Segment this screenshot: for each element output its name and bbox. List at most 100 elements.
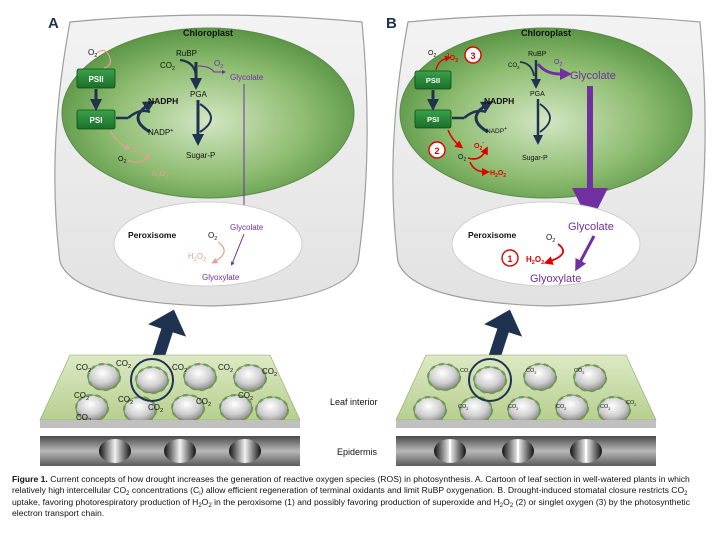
figure-caption: Figure 1. Current concepts of how drough… bbox=[12, 474, 710, 520]
marker-2 bbox=[428, 141, 446, 159]
psii-label: PSII bbox=[426, 76, 440, 85]
to-h2o2-arrow bbox=[469, 161, 490, 176]
caption-text: O bbox=[201, 496, 209, 507]
superoxide-faded-arrow bbox=[127, 153, 150, 163]
chloroplast-ring bbox=[572, 363, 608, 393]
mesophyll-cell bbox=[426, 362, 462, 392]
zoom-circle bbox=[130, 358, 174, 402]
chloroplast-ring bbox=[522, 362, 558, 392]
sugar-label: Sugar-P bbox=[522, 155, 548, 162]
chloroplast-ring bbox=[232, 363, 268, 393]
glycolate-perox-label: Glycolate bbox=[230, 223, 264, 232]
glycolate-label: Glycolate bbox=[230, 73, 264, 82]
chloroplast bbox=[399, 27, 693, 199]
glyoxylate-label: Glyoxylate bbox=[202, 273, 240, 282]
stomata bbox=[434, 439, 602, 463]
chloroplast-ring bbox=[426, 362, 462, 392]
co2-label: CO2 bbox=[172, 363, 187, 374]
h2o2-chloro-label: H2O2 bbox=[152, 171, 168, 180]
h2o2-perox-label: H2O2 bbox=[526, 255, 544, 266]
panel-letter: B bbox=[386, 15, 397, 32]
zoom-circle bbox=[468, 358, 512, 402]
psii-box bbox=[414, 70, 452, 90]
co2-label: CO2 bbox=[196, 397, 211, 408]
caption-text: in the peroxisome (1) and possibly favor… bbox=[211, 496, 500, 507]
o2-rubisco-label: O2 bbox=[214, 59, 223, 70]
glycolate-to-glyoxylate-arrow bbox=[575, 235, 596, 272]
chloroplast-ring bbox=[182, 362, 218, 392]
psi-label: PSI bbox=[427, 115, 439, 124]
co2-label: CO2 bbox=[116, 359, 131, 370]
co2-label: CO2 bbox=[508, 404, 518, 411]
o2-lower-label: O2 bbox=[118, 156, 126, 165]
nadph-label: NADPH bbox=[148, 96, 178, 106]
h2o2-faded-arrow bbox=[211, 241, 225, 264]
rubp-label: RuBP bbox=[176, 49, 197, 58]
co2-label: CO2 bbox=[160, 61, 175, 72]
caption-subscript: 2 bbox=[499, 502, 504, 509]
zoom-arrow bbox=[484, 309, 523, 367]
mesophyll-cell bbox=[86, 362, 122, 392]
sugar-label: Sugar-P bbox=[186, 151, 215, 160]
co2-label: CO2 bbox=[600, 404, 610, 411]
caption-subscript: 2 bbox=[198, 502, 202, 509]
slab-edge bbox=[396, 420, 656, 428]
singlet-o2-label: 1O2 bbox=[447, 53, 458, 64]
caption-text: concentrations (C bbox=[129, 485, 200, 496]
h2o2-perox-label: H2O2 bbox=[188, 252, 206, 263]
superoxide-label: O2 bbox=[133, 147, 141, 156]
marker-1 bbox=[501, 249, 519, 267]
caption-subscript: 2 bbox=[208, 502, 212, 509]
mesophyll-cells bbox=[412, 362, 632, 425]
rubp-label: RuBP bbox=[528, 51, 547, 58]
mesophyll-cell bbox=[134, 365, 170, 395]
glycolate-perox-label: Glycolate bbox=[568, 221, 614, 233]
co2-label: CO2 bbox=[148, 403, 163, 414]
nadp-label: NADP+ bbox=[486, 126, 507, 135]
zoom-arrow bbox=[148, 309, 187, 367]
co2-carboxylation-arrow bbox=[519, 61, 535, 77]
co2-label: CO2 bbox=[262, 367, 277, 378]
caption-subscript: 2 bbox=[126, 491, 130, 498]
co2-label: CO2 bbox=[526, 368, 536, 375]
co2-label: CO2 bbox=[118, 395, 133, 406]
mesophyll-cell bbox=[232, 363, 268, 393]
mesophyll-cell bbox=[472, 365, 508, 395]
oxygenation-arrow bbox=[197, 65, 226, 74]
co2-label: CO2 bbox=[508, 63, 520, 70]
o2-perox-label: O2 bbox=[546, 233, 555, 244]
co2-label: CO2 bbox=[76, 363, 91, 374]
chloroplast-label: Chloroplast bbox=[521, 28, 571, 38]
peroxisome-label: Peroxisome bbox=[128, 230, 176, 240]
nadph-cycle-arrow bbox=[474, 100, 494, 134]
caption-text: Current concepts of how drought increase… bbox=[12, 474, 690, 496]
caption-text: (2) or singlet oxygen (3) by the photosy… bbox=[12, 496, 690, 519]
marker-3-label: 3 bbox=[470, 51, 475, 61]
chloroplast-label: Chloroplast bbox=[183, 28, 233, 38]
panel-b: B Chloroplast PSII PSI O2 1O2 3 NADPH NA… bbox=[386, 14, 706, 466]
pga-label: PGA bbox=[530, 91, 545, 98]
panel-letter: A bbox=[48, 15, 59, 32]
leaf-interior-label: Leaf interior bbox=[330, 397, 378, 407]
chloroplast-ring bbox=[134, 365, 170, 395]
stomata bbox=[99, 439, 261, 463]
caption-text: uptake, favoring photorespiratory produc… bbox=[12, 496, 199, 507]
pga-label: PGA bbox=[190, 90, 208, 99]
co2-label: CO2 bbox=[238, 391, 253, 402]
caption-subscript: 2 bbox=[509, 502, 514, 509]
o2-faded-arc bbox=[96, 49, 111, 69]
co2-label: CO2 bbox=[458, 404, 468, 411]
stoma bbox=[99, 439, 131, 463]
psii-box bbox=[76, 68, 116, 89]
caption-text: ) allow efficient regeneration of termin… bbox=[200, 485, 685, 496]
pga-nadph-link bbox=[199, 103, 212, 133]
co2-label: CO2 bbox=[574, 368, 584, 375]
marker-3 bbox=[464, 46, 482, 64]
o2-rubisco-label: O2 bbox=[554, 59, 562, 68]
glycolate-label: Glycolate bbox=[570, 70, 616, 82]
o2-label: O2 bbox=[428, 50, 436, 59]
caption-subscript: i bbox=[199, 491, 201, 498]
glyoxylate-label: Glyoxylate bbox=[530, 273, 581, 285]
